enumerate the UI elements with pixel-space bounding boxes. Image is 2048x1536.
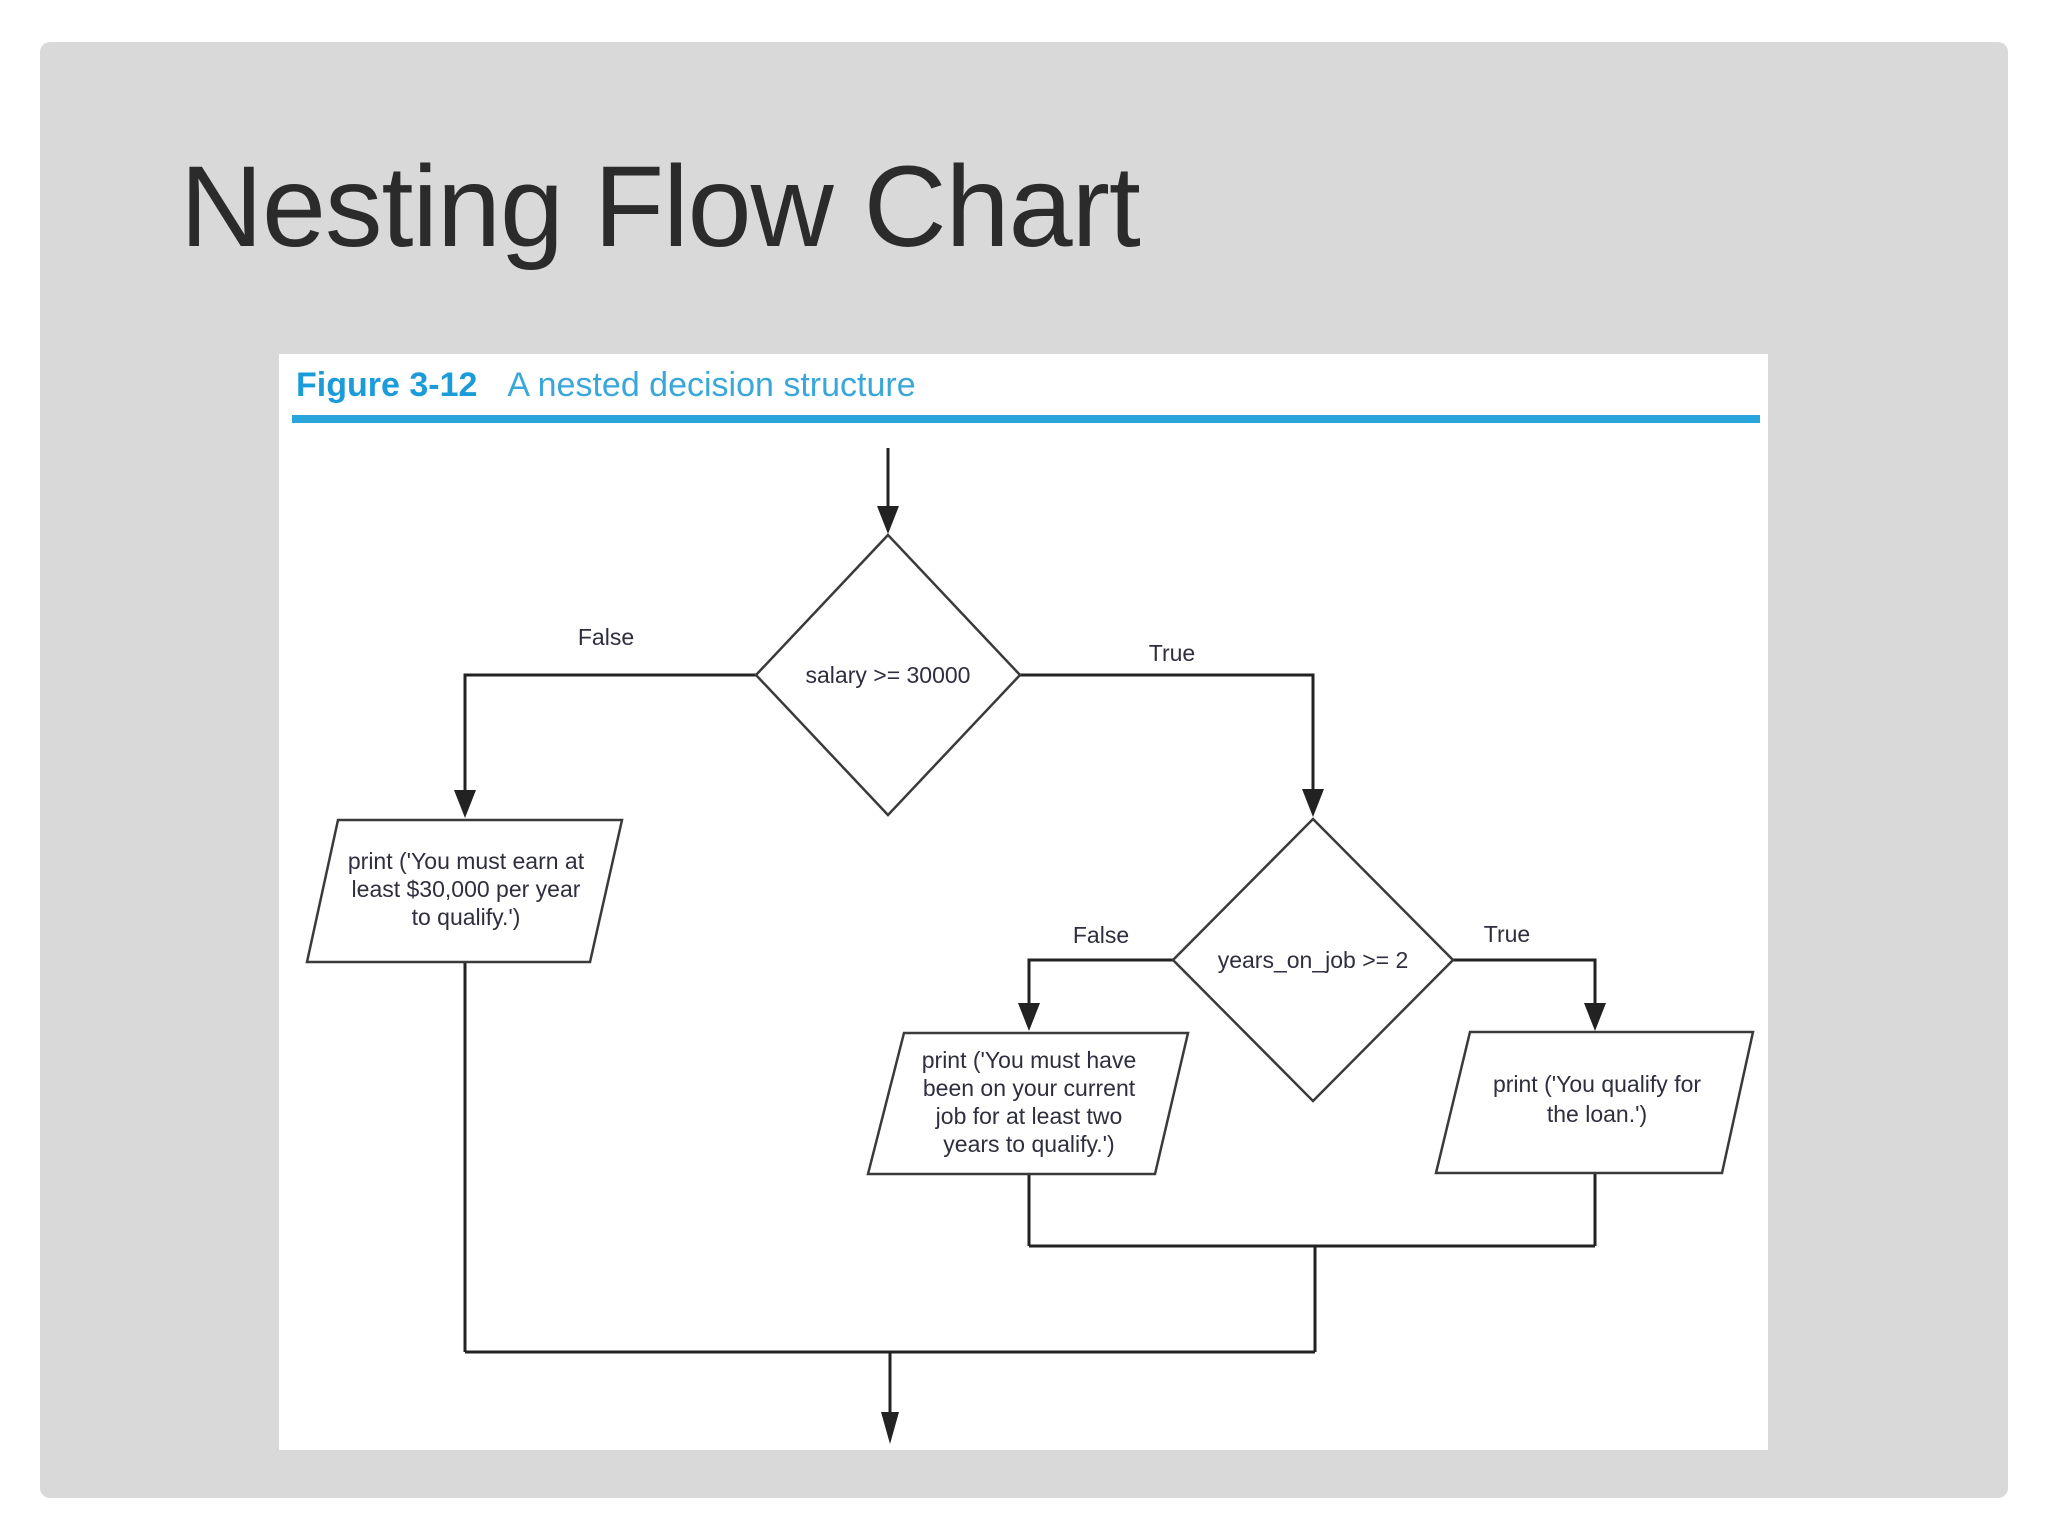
- output-salary-false-line: least $30,000 per year: [352, 876, 581, 902]
- output-salary-false-line: print ('You must earn at: [348, 848, 585, 874]
- output-years-false-line: job for at least two: [935, 1103, 1123, 1129]
- arrowhead-entry: [877, 506, 899, 534]
- branch-label-salary-false: False: [578, 624, 634, 650]
- page-title: Nesting Flow Chart: [180, 143, 1141, 271]
- branch-label-years-true: True: [1484, 921, 1530, 947]
- output-years-false-line: been on your current: [923, 1075, 1136, 1101]
- decision-salary-label: salary >= 30000: [806, 662, 971, 688]
- connector-salary-true: [1020, 673, 1315, 790]
- figure-panel: Figure 3-12 A nested decision structure: [279, 354, 1768, 1450]
- branch-label-years-false: False: [1073, 922, 1129, 948]
- slide: Nesting Flow Chart Figure 3-12 A nested d…: [40, 42, 2008, 1498]
- decision-diamond-years: [1171, 817, 1455, 1103]
- figure-label: Figure 3-12: [296, 366, 478, 404]
- output-salary-false-line: to qualify.'): [412, 904, 521, 930]
- figure-caption: A nested decision structure: [507, 366, 916, 404]
- output-parallelogram-years-false: [866, 1031, 1190, 1176]
- flowchart-canvas: salary >= 30000 years_on_job >= 2 False …: [305, 448, 1755, 1444]
- arrowhead-salary-false: [454, 790, 476, 818]
- arrowhead-salary-true: [1302, 789, 1324, 817]
- branch-label-salary-true: True: [1149, 640, 1195, 666]
- connector-years-false: [1027, 958, 1173, 1005]
- output-parallelogram-salary-false: [305, 818, 624, 964]
- arrowhead-years-true: [1584, 1003, 1606, 1031]
- decision-diamond-salary: [754, 533, 1022, 817]
- figure-caption-row: Figure 3-12 A nested decision structure: [296, 366, 916, 405]
- connector-salary-false: [463, 673, 756, 792]
- output-years-true-line: print ('You qualify for: [1493, 1071, 1701, 1097]
- output-parallelogram-years-true: [1434, 1030, 1755, 1175]
- connector-years-true: [1453, 958, 1597, 1005]
- arrowhead-exit: [881, 1412, 899, 1444]
- arrowhead-years-false: [1018, 1003, 1040, 1031]
- output-years-false-line: years to qualify.'): [943, 1131, 1114, 1157]
- caption-rule: [292, 415, 1760, 423]
- output-years-false-line: print ('You must have: [922, 1047, 1137, 1073]
- decision-years-label: years_on_job >= 2: [1218, 947, 1409, 973]
- output-years-true-line: the loan.'): [1547, 1101, 1647, 1127]
